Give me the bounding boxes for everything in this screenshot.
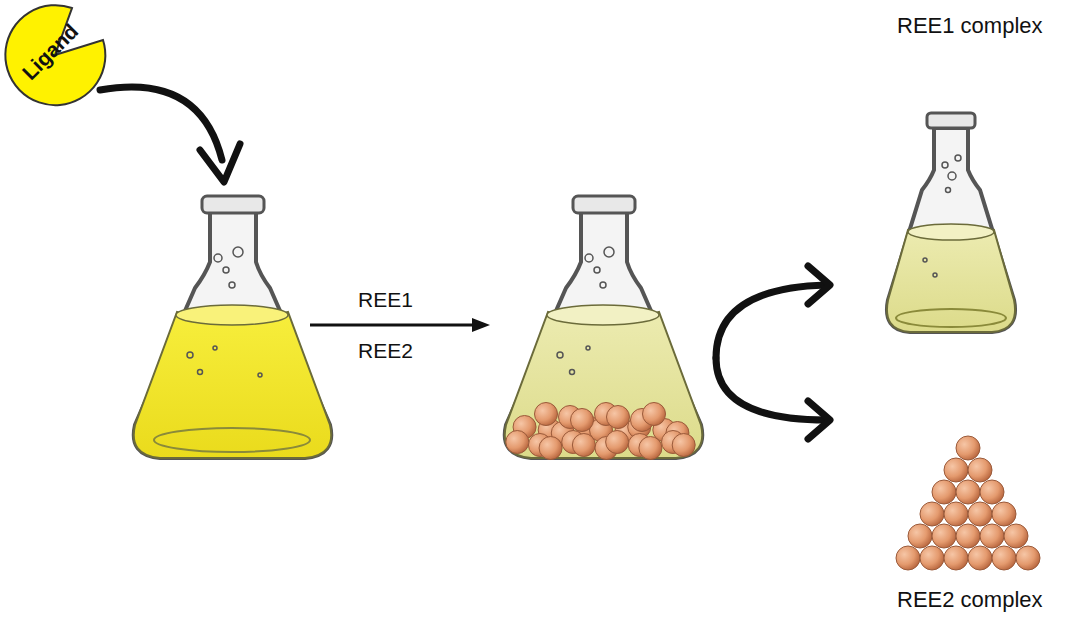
- particle: [920, 502, 944, 526]
- particle: [920, 546, 944, 570]
- particle: [968, 458, 992, 482]
- particle: [572, 434, 595, 457]
- particle: [896, 546, 920, 570]
- branch-arrow: [716, 266, 830, 439]
- particle: [944, 502, 968, 526]
- reagent-label: REE1: [358, 288, 413, 312]
- flask: [505, 196, 703, 460]
- particle: [1004, 524, 1028, 548]
- particle: [992, 502, 1016, 526]
- particle: [908, 524, 932, 548]
- particle: [932, 524, 956, 548]
- particle: [639, 437, 662, 460]
- particle: [506, 431, 529, 454]
- particle: [980, 480, 1004, 504]
- particle: [956, 436, 980, 460]
- ligand-shape: [5, 5, 105, 105]
- node-text: REE2 complex: [897, 587, 1043, 613]
- arrow-head: [200, 144, 240, 182]
- particle: [956, 524, 980, 548]
- particle: [932, 480, 956, 504]
- particle: [968, 502, 992, 526]
- particle: [980, 524, 1004, 548]
- particle: [992, 546, 1016, 570]
- particle: [968, 546, 992, 570]
- flask-label: REE1 complex: [897, 13, 1043, 39]
- particle: [944, 546, 968, 570]
- particle: [539, 437, 562, 460]
- particle: [571, 409, 594, 432]
- particle: [535, 403, 558, 426]
- curved-arrow: [100, 87, 222, 160]
- node-text: REE1 complex: [897, 13, 1043, 39]
- reagent-label: REE2: [358, 339, 413, 363]
- particle: [1016, 546, 1040, 570]
- flask: [887, 113, 1015, 332]
- reaction-arrow: [310, 324, 482, 327]
- precipitate-label: REE2 complex: [897, 587, 1043, 613]
- particle: [607, 406, 630, 429]
- arrow-head: [472, 318, 490, 332]
- particle: [606, 431, 629, 454]
- flask: [134, 196, 332, 458]
- particle: [956, 480, 980, 504]
- particle: [672, 434, 695, 457]
- particle: [944, 458, 968, 482]
- particle: [643, 403, 666, 426]
